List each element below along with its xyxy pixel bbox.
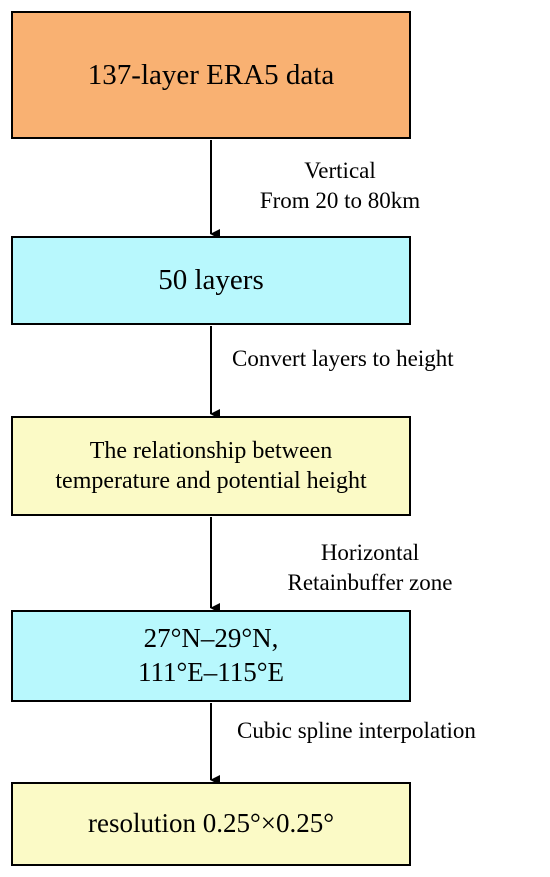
vertical-step-line2: From 20 to 80km xyxy=(259,187,421,213)
resolution-label: resolution 0.25°×0.25° xyxy=(87,808,335,839)
fifty-layers-label: 50 layers xyxy=(158,264,264,297)
region-line1: 27°N–29°N, xyxy=(143,623,279,654)
cubic-step-label: Cubic spline interpolation xyxy=(237,718,476,743)
era5-data-box: 137-layer ERA5 data xyxy=(11,11,411,139)
vertical-step-line1: Vertical xyxy=(304,158,376,183)
horizontal-step-line2: Retainbuffer zone xyxy=(287,569,453,595)
era5-data-label: 137-layer ERA5 data xyxy=(87,58,335,91)
region-line2: 111°E–115°E xyxy=(137,657,285,687)
horizontal-step-label: Horizontal Retainbuffer zone xyxy=(250,538,490,598)
horizontal-step-line1: Horizontal xyxy=(320,540,420,565)
relationship-box: The relationship between temperature and… xyxy=(11,416,411,516)
fifty-layers-box: 50 layers xyxy=(11,236,411,325)
resolution-box: resolution 0.25°×0.25° xyxy=(11,782,411,866)
relationship-line2: temperature and potential height xyxy=(55,468,367,494)
region-box: 27°N–29°N, 111°E–115°E xyxy=(11,610,411,702)
vertical-step-label: Vertical From 20 to 80km xyxy=(230,156,450,216)
convert-step-label: Convert layers to height xyxy=(232,346,454,371)
relationship-line1: The relationship between xyxy=(89,438,333,464)
